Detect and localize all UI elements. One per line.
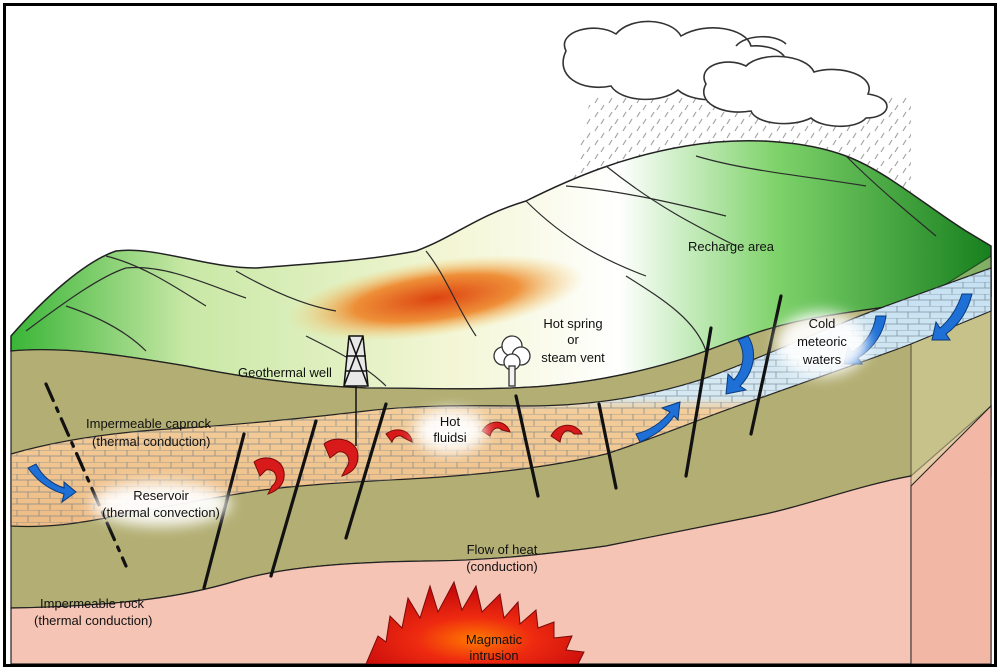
cloud-icon [562, 20, 888, 128]
reservoir-label-line2: (thermal convection) [102, 505, 220, 520]
flow-of-heat-label-line1: Flow of heat [467, 542, 538, 557]
hot-fluids-label-line1: Hot [440, 414, 461, 429]
magmatic-intrusion-label-line2: intrusion [469, 648, 518, 663]
hot-spring-label-line1: Hot spring [543, 316, 602, 331]
reservoir-label-line1: Reservoir [133, 488, 189, 503]
hot-fluid-arrow [323, 438, 359, 477]
geothermal-system-diagram: Recharge area Cold meteoric waters Hot s… [3, 3, 997, 667]
caprock-label-line2: (thermal conduction) [92, 434, 211, 449]
magmatic-intrusion-label-line1: Magmatic [466, 632, 523, 647]
steam-vent-icon [493, 335, 531, 387]
impermeable-rock-basement [10, 404, 992, 664]
flow-of-heat-label-line2: (conduction) [466, 559, 538, 574]
impermeable-rock-label-line1: Impermeable rock [40, 596, 145, 611]
recharge-area-label: Recharge area [688, 239, 775, 254]
hot-fluid-arrow [550, 424, 583, 443]
block-side-basement [910, 404, 992, 664]
cold-meteoric-label-line3: waters [802, 352, 842, 367]
surface-heat-anomaly [287, 254, 585, 342]
hot-fluid-arrows [253, 421, 583, 495]
ridge-lines [25, 155, 937, 387]
label-glows [91, 312, 868, 526]
cold-water-arrow [931, 293, 973, 341]
geothermal-well-label: Geothermal well [238, 365, 332, 380]
impermeable-rock-label-line2: (thermal conduction) [34, 613, 153, 628]
hot-fluids-label-line2: fluidsi [433, 430, 466, 445]
cold-water-arrow [725, 335, 755, 395]
diagram-canvas: Recharge area Cold meteoric waters Hot s… [10, 20, 992, 664]
hot-fluid-arrow [385, 429, 413, 444]
hot-spring-label-line3: steam vent [541, 350, 605, 365]
magmatic-intrusion [365, 580, 585, 664]
hot-fluid-arrow [481, 421, 511, 437]
cold-meteoric-label-line1: Cold [809, 316, 836, 331]
caprock-label-line1: Impermeable caprock [86, 416, 211, 431]
cold-water-arrow [27, 463, 77, 504]
cold-meteoric-label-line2: meteoric [797, 334, 847, 349]
hot-fluid-arrow [253, 457, 285, 495]
geothermal-well-icon [343, 335, 369, 446]
cold-water-arrow [635, 401, 681, 443]
hot-spring-label-line2: or [567, 332, 579, 347]
